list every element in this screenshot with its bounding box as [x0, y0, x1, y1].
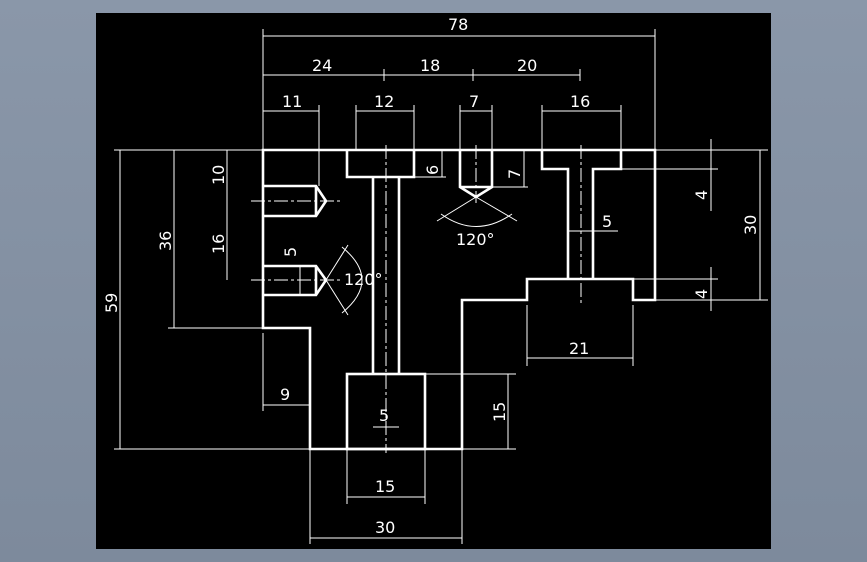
dim-text-30-base: 30 [375, 518, 395, 537]
dim-text-18: 18 [420, 56, 440, 75]
tslot [540, 150, 623, 279]
counterbore-top [345, 150, 416, 179]
angle-top: 120° [436, 196, 518, 249]
dim-row-small: 11 12 7 16 [263, 92, 622, 186]
dim-text-16-top: 16 [570, 92, 590, 111]
dim-depths: 6 7 [414, 150, 528, 188]
dim-right: 4 30 4 5 [568, 139, 768, 311]
dim-bottom: 21 9 15 5 15 30 [262, 305, 634, 544]
dim-text-36: 36 [156, 231, 175, 251]
dim-text-15-width: 15 [375, 477, 395, 496]
dim-text-9: 9 [280, 385, 290, 404]
dim-text-21: 21 [569, 339, 589, 358]
dim-text-7-depth: 7 [505, 169, 524, 179]
cad-viewport[interactable]: 78 24 18 20 11 12 7 16 6 7 [96, 13, 771, 549]
dim-text-12: 12 [374, 92, 394, 111]
dim-text-16-left: 16 [209, 234, 228, 254]
dim-text-4-top: 4 [692, 190, 711, 200]
dim-text-4-bottom: 4 [692, 289, 711, 299]
angle-side: 120° [325, 244, 383, 316]
dim-text-30: 30 [741, 215, 760, 235]
dim-text-6: 6 [423, 165, 442, 175]
dim-text-10: 10 [209, 165, 228, 185]
dim-text-11: 11 [282, 92, 302, 111]
dim-text-120-side: 120° [344, 270, 383, 289]
dim-text-78: 78 [448, 15, 468, 34]
dim-text-59: 59 [102, 293, 121, 313]
dim-row-24-18-20: 24 18 20 [263, 56, 581, 81]
dim-text-5-shaft: 5 [379, 406, 389, 425]
dim-text-120-top: 120° [456, 230, 495, 249]
dim-text-5-hole: 5 [281, 247, 300, 257]
dim-text-7: 7 [469, 92, 479, 111]
dim-text-24: 24 [312, 56, 332, 75]
dim-overall-width: 78 [262, 15, 656, 150]
dim-text-5-neck: 5 [602, 212, 612, 231]
engineering-drawing: 78 24 18 20 11 12 7 16 6 7 [102, 15, 768, 544]
dim-text-20: 20 [517, 56, 537, 75]
dim-left: 10 16 36 59 5 [102, 149, 310, 450]
dim-text-15-depth: 15 [490, 402, 509, 422]
